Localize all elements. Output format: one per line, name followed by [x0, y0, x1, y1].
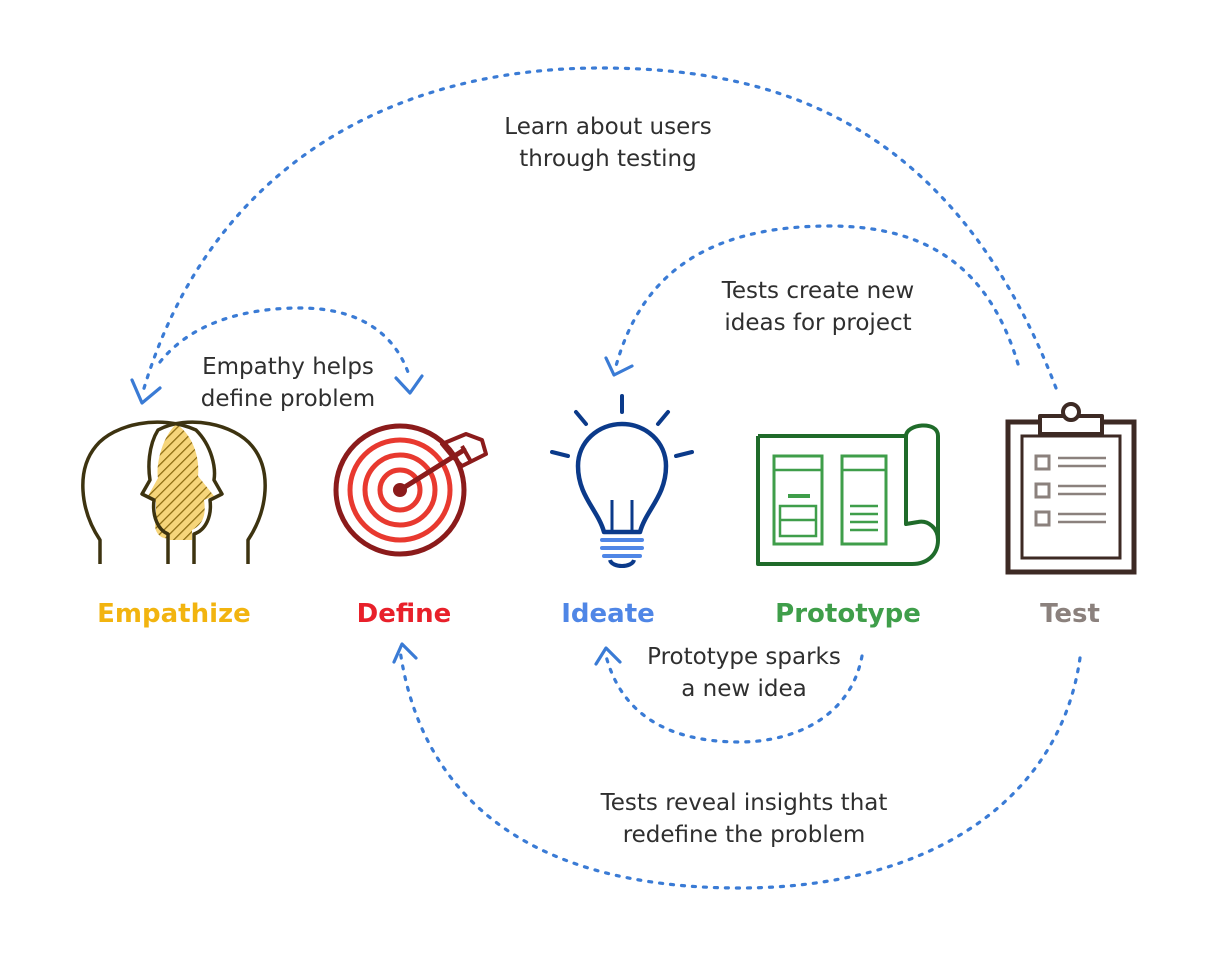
- loop-empathize-to-define: [158, 306, 412, 380]
- lightbulb-icon: [550, 394, 694, 568]
- stage-label-empathize: Empathize: [97, 599, 251, 629]
- target-arrow-icon: [333, 423, 488, 557]
- bulb-glass: [575, 421, 669, 535]
- note-learn-line1: Learn about users: [504, 114, 711, 140]
- clipboard-clip-hole: [1061, 402, 1081, 422]
- note-prototype-sparks: Prototype sparks a new idea: [647, 644, 841, 702]
- two-heads-icon: [81, 420, 267, 564]
- loop-prototype-to-ideate: [604, 654, 864, 744]
- loop-test-to-ideate: [614, 224, 1020, 368]
- ray-right: [674, 450, 694, 458]
- arrowhead-empathize: [130, 378, 162, 405]
- blueprint-panel-right: [840, 454, 888, 546]
- note-empathy-line2: define problem: [201, 386, 375, 412]
- target-ring-3: [362, 452, 438, 528]
- note-tests-reveal: Tests reveal insights that redefine the …: [600, 790, 888, 848]
- checkbox-2: [1034, 482, 1051, 499]
- clipboard-board: [1005, 419, 1137, 575]
- bulb-filament: [610, 500, 634, 532]
- arrowhead-define-bottom: [392, 642, 418, 664]
- head-left: [81, 420, 224, 564]
- note-learn-line2: through testing: [519, 146, 696, 172]
- ray-left-upper: [574, 410, 588, 426]
- note-empathy: Empathy helps define problem: [201, 354, 375, 412]
- head-right: [140, 420, 267, 564]
- checkbox-3: [1034, 510, 1051, 527]
- note-prototype-sparks-line2: a new idea: [681, 676, 807, 702]
- ray-right-upper: [656, 410, 670, 426]
- blueprint-panel-left: [772, 454, 824, 546]
- stage-label-define: Define: [357, 599, 452, 629]
- note-tests-reveal-line1: Tests reveal insights that: [600, 790, 888, 816]
- stage-label-test: Test: [1040, 599, 1100, 629]
- target-ring-outer: [333, 423, 467, 557]
- note-tests-reveal-line2: redefine the problem: [623, 822, 866, 848]
- note-prototype-sparks-line1: Prototype sparks: [647, 644, 841, 670]
- arrowhead-ideate-top: [604, 356, 634, 377]
- stage-label-ideate: Ideate: [561, 599, 655, 629]
- arrow-fletching: [440, 432, 488, 468]
- note-learn: Learn about users through testing: [504, 114, 711, 172]
- target-ring-2: [347, 437, 453, 543]
- checkbox-1: [1034, 454, 1051, 471]
- ray-left: [550, 450, 570, 458]
- bulb-tip: [608, 559, 636, 568]
- stage-label-prototype: Prototype: [775, 599, 921, 629]
- head-overlap: [148, 424, 214, 540]
- note-empathy-line1: Empathy helps: [202, 354, 374, 380]
- blueprint-icon: [756, 423, 940, 566]
- target-ring-4: [377, 467, 423, 513]
- arrowhead-define-top: [394, 374, 424, 395]
- note-tests-ideas-line1: Tests create new: [721, 278, 914, 304]
- arrowhead-ideate-bottom: [594, 646, 622, 666]
- loop-test-to-define: [398, 648, 1082, 890]
- note-tests-ideas-line2: ideas for project: [724, 310, 911, 336]
- clipboard-clip: [1038, 414, 1104, 436]
- clipboard-checklist-icon: [1005, 402, 1137, 575]
- blueprint-roll: [904, 423, 940, 540]
- feedback-loops: [130, 66, 1082, 890]
- note-tests-ideas: Tests create new ideas for project: [721, 278, 914, 336]
